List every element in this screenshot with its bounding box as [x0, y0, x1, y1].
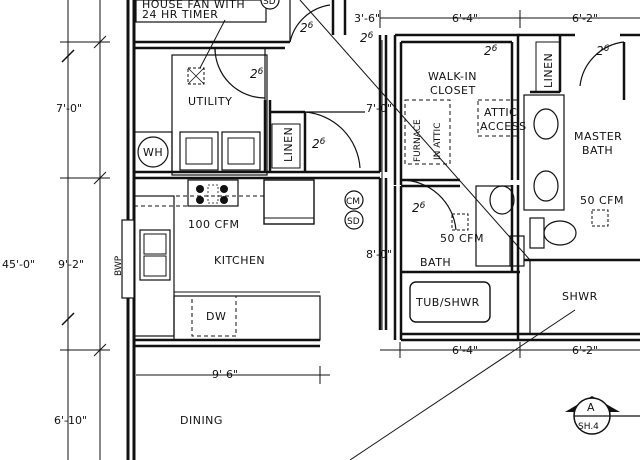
- dimension-lines: [136, 10, 640, 384]
- sd-symbol-top: SD: [263, 0, 276, 7]
- walkin-label-2: CLOSET: [430, 84, 476, 97]
- utility-room: UTILITY WH: [133, 54, 268, 176]
- section-letter: A: [587, 401, 595, 414]
- wh-label: WH: [143, 146, 163, 159]
- furnace-label: FURNACE: [413, 119, 423, 162]
- access-label: ACCESS: [480, 120, 527, 133]
- walkin-label-1: WALK-IN: [428, 70, 477, 83]
- door-mark-top-1: 26: [300, 21, 314, 35]
- linen-closet-2: [535, 41, 561, 93]
- bath: 50 CFM BATH TUB/SHWR: [409, 185, 525, 323]
- tub-label: TUB/SHWR: [415, 296, 480, 309]
- section-marker: A SH.4: [565, 396, 640, 435]
- master-fan-symbol: [591, 209, 609, 227]
- water-heater-symbol: [137, 136, 169, 168]
- bath-toilet-tank: [509, 235, 525, 267]
- linen-label-1: LINEN: [282, 127, 295, 162]
- timer-note: HOUSE FAN WITH 24 HR TIMER SD: [135, 0, 280, 69]
- linen-label-2: LINEN: [542, 53, 555, 88]
- door-mark-top-2: 26: [360, 31, 374, 45]
- master-bath: LINEN MASTER BATH 50 CFM SHWR: [523, 41, 625, 334]
- kitchen-label: KITCHEN: [214, 254, 265, 267]
- door-mark-utility: 26: [250, 67, 264, 81]
- cm-label: CM: [346, 197, 360, 207]
- master-toilet-tank: [529, 217, 545, 249]
- door-mark-linen: 26: [312, 137, 326, 151]
- utility-door: [214, 47, 266, 100]
- dim-7-0-left: 7'-0": [56, 102, 82, 115]
- dining-label: DINING: [180, 414, 223, 427]
- left-dimension-lines: [60, 0, 110, 460]
- utility-label: UTILITY: [188, 95, 232, 108]
- master-bath-label-2: BATH: [582, 144, 613, 157]
- kitchen: 100 CFM BWP KITCHEN DW: [114, 179, 321, 341]
- walk-in-closet: WALK-IN CLOSET ATTIC ACCESS FURNACE IN A…: [400, 70, 527, 231]
- dimension-tick-marks-left: [61, 49, 75, 326]
- bath-cfm-label: 50 CFM: [440, 232, 484, 245]
- dim-3-6: 3'-6": [354, 12, 380, 25]
- furnace-box: [404, 99, 451, 165]
- master-cfm-label: 50 CFM: [580, 194, 624, 207]
- timer-note-line-2: 24 HR TIMER: [142, 8, 218, 21]
- dim-45-0: 45'-0": [2, 258, 35, 271]
- house-fan-symbol: [187, 67, 205, 85]
- detector-symbols: CM SD: [344, 190, 364, 230]
- shwr-label: SHWR: [562, 290, 598, 303]
- dryer-symbol: [221, 131, 261, 171]
- attic-label: ATTIC: [484, 106, 517, 119]
- section-cut-line-lower: [349, 309, 576, 460]
- kitchen-cfm-label: 100 CFM: [188, 218, 240, 231]
- attic-access-box: [477, 99, 519, 137]
- bath-sink: [489, 185, 515, 215]
- section-cut-line: [299, 0, 531, 261]
- top-door: [289, 0, 331, 43]
- dw-label: DW: [206, 310, 226, 323]
- master-sink-1: [533, 108, 559, 140]
- master-toilet-bowl: [543, 220, 577, 246]
- master-bath-label-1: MASTER: [574, 130, 622, 143]
- sd-label: SD: [347, 217, 360, 227]
- tub-shower: [409, 281, 491, 323]
- refrigerator-symbol: [263, 179, 315, 225]
- dim-6-10: 6'-10": [54, 414, 87, 427]
- master-sink-2: [533, 170, 559, 202]
- bath-fan-symbol: [451, 213, 469, 231]
- dim-9-6: 9'-6": [212, 368, 238, 381]
- door-mark-master: 26: [596, 44, 610, 58]
- bath-label: BATH: [420, 256, 451, 269]
- section-sheet: SH.4: [578, 422, 599, 432]
- linen-closet-1: LINEN: [271, 111, 365, 169]
- dim-6-4-bot: 6'-4": [452, 344, 478, 357]
- door-mark-closet: 26: [484, 44, 498, 58]
- range-symbol: [187, 179, 239, 207]
- dim-6-2-bot: 6'-2": [572, 344, 598, 357]
- dishwasher-symbol: [191, 295, 237, 337]
- washer-symbol: [179, 131, 219, 171]
- dim-7-0-mid: 7'-0": [366, 102, 392, 115]
- dim-8-0: 8'-0": [366, 248, 392, 261]
- dim-6-2-top: 6'-2": [572, 12, 598, 25]
- door-mark-bath: 26: [412, 201, 426, 215]
- in-attic-label: IN ATTIC: [433, 123, 443, 160]
- timer-note-line-1: HOUSE FAN WITH: [142, 0, 245, 11]
- interior-walls: [134, 0, 640, 348]
- kitchen-sink: [139, 229, 171, 281]
- dim-9-2: 9'-2": [58, 258, 84, 271]
- dim-6-4-top: 6'-4": [452, 12, 478, 25]
- bwp-label: BWP: [114, 255, 124, 276]
